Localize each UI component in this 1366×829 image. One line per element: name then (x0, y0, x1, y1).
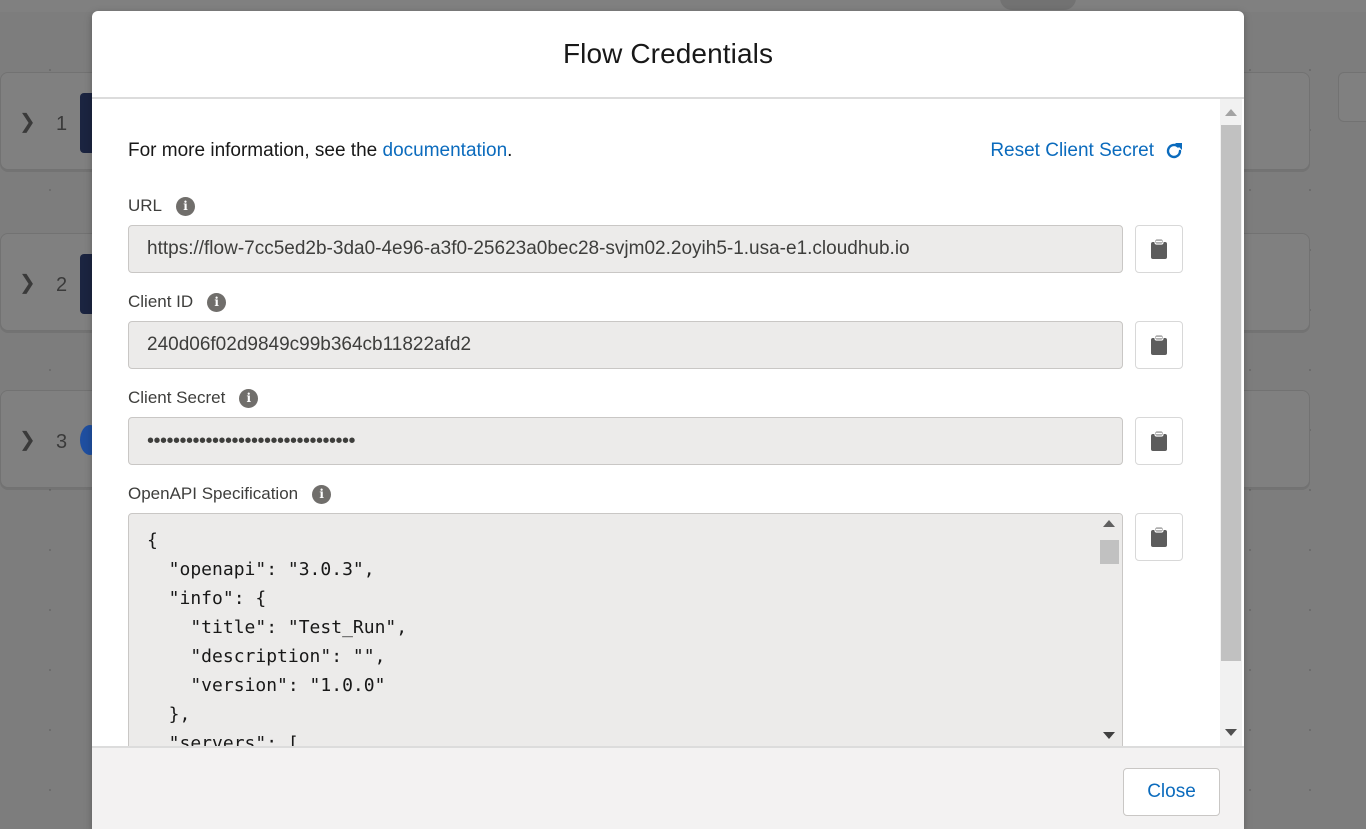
background-pill (1000, 0, 1076, 10)
info-text: For more information, see the documentat… (128, 140, 512, 162)
url-field[interactable]: https://flow-7cc5ed2b-3da0-4e96-a3f0-256… (128, 225, 1123, 273)
clipboard-icon (1151, 334, 1167, 355)
copy-client-secret-button[interactable] (1135, 417, 1183, 465)
modal-scrollbar[interactable] (1220, 99, 1242, 746)
info-prefix: For more information, see the (128, 140, 383, 161)
info-suffix: . (507, 140, 513, 161)
client-id-label: Client ID i (128, 292, 227, 312)
copy-client-id-button[interactable] (1135, 321, 1183, 369)
scroll-up-icon[interactable] (1225, 109, 1237, 116)
spec-scrollbar[interactable] (1096, 514, 1122, 746)
modal-footer: Close (92, 746, 1244, 829)
client-secret-label-text: Client Secret (128, 388, 226, 407)
refresh-icon (1166, 143, 1182, 159)
modal-header: Flow Credentials (92, 11, 1244, 99)
background-button (1338, 72, 1366, 122)
info-icon[interactable]: i (239, 388, 259, 408)
modal-title: Flow Credentials (562, 38, 774, 69)
documentation-link[interactable]: documentation (382, 140, 508, 161)
card-index: 3 (56, 431, 68, 453)
info-icon[interactable]: i (312, 484, 332, 504)
background-topbar (0, 0, 1366, 12)
clipboard-icon (1151, 238, 1167, 259)
client-id-field[interactable]: 240d06f02d9849c99b364cb11822afd2 (128, 321, 1123, 369)
openapi-label-text: OpenAPI Specification (128, 484, 299, 503)
url-label: URL i (128, 196, 196, 216)
scroll-down-icon[interactable] (1225, 729, 1237, 736)
url-label-text: URL (128, 196, 163, 215)
card-index: 2 (56, 274, 68, 296)
info-icon[interactable]: i (176, 196, 196, 216)
copy-openapi-button[interactable] (1135, 513, 1183, 561)
scroll-down-icon[interactable] (1103, 732, 1115, 739)
close-button[interactable]: Close (1123, 768, 1220, 816)
copy-url-button[interactable] (1135, 225, 1183, 273)
client-secret-label: Client Secret i (128, 388, 259, 408)
modal-body: For more information, see the documentat… (92, 99, 1244, 746)
client-secret-field[interactable]: •••••••••••••••••••••••••••••••• (128, 417, 1123, 465)
scroll-thumb[interactable] (1221, 125, 1241, 661)
reset-label: Reset Client Secret (990, 140, 1154, 161)
openapi-spec-textarea[interactable]: { "openapi": "3.0.3", "info": { "title":… (128, 513, 1123, 746)
openapi-spec-text: { "openapi": "3.0.3", "info": { "title":… (147, 530, 408, 746)
info-icon[interactable]: i (207, 292, 227, 312)
card-index: 1 (56, 113, 68, 135)
clipboard-icon (1151, 430, 1167, 451)
chevron-right-icon: ❯ (19, 109, 36, 133)
scroll-up-icon[interactable] (1103, 520, 1115, 527)
flow-credentials-modal: Flow Credentials For more information, s… (92, 11, 1244, 829)
client-id-label-text: Client ID (128, 292, 194, 311)
chevron-right-icon: ❯ (19, 427, 36, 451)
scroll-thumb[interactable] (1100, 540, 1119, 564)
clipboard-icon (1151, 526, 1167, 547)
chevron-right-icon: ❯ (19, 270, 36, 294)
openapi-label: OpenAPI Specification i (128, 484, 332, 504)
reset-client-secret-link[interactable]: Reset Client Secret (990, 140, 1184, 162)
